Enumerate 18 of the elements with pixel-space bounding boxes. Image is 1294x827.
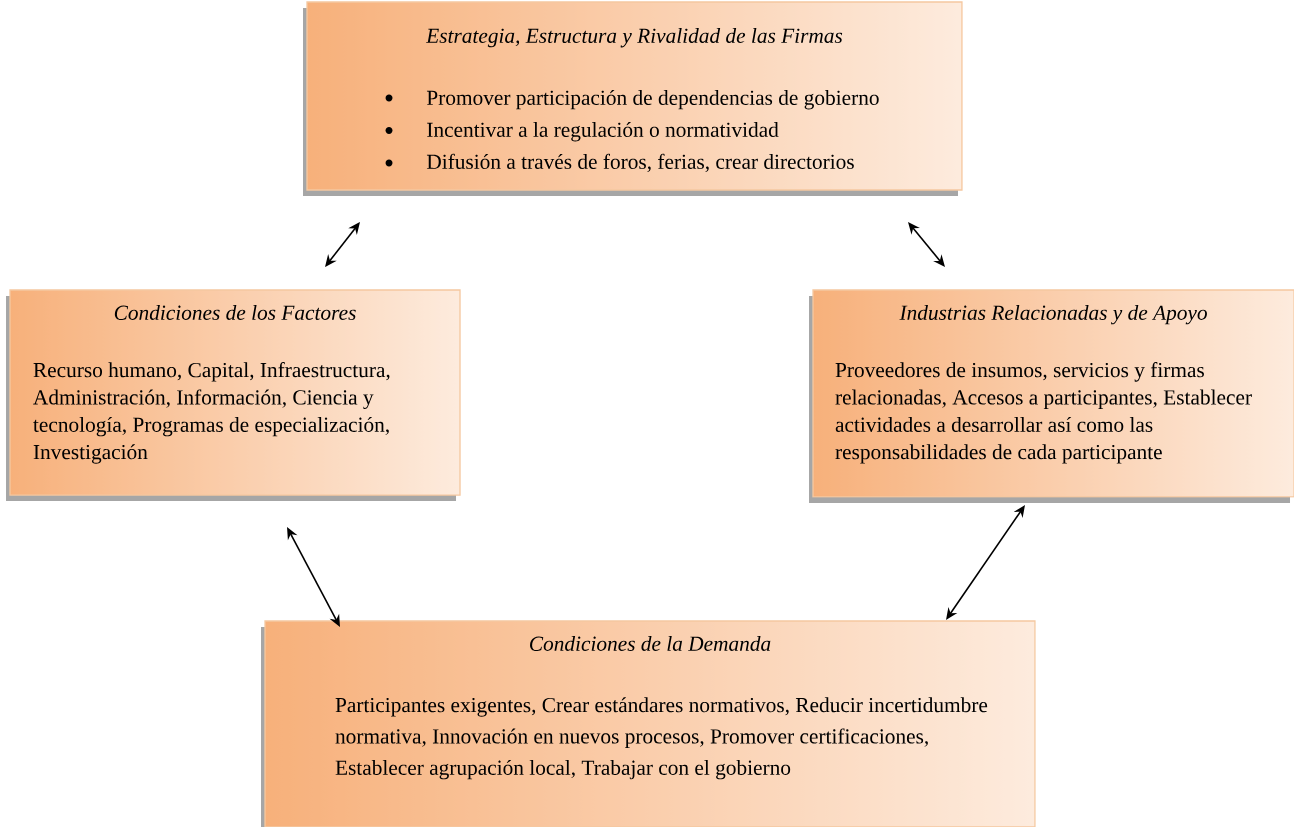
arrow xyxy=(325,222,360,267)
box-title: Condiciones de la Demanda xyxy=(530,635,771,651)
box-text: Participantes exigentes, Crear estándares normativos, Reducir incertidumbre normativa, Innovación en nuevos procesos, Promover certificaciones, Establecer agrupación local, Trabajar con el gobierno xyxy=(335,697,988,780)
box-text: Proveedores de insumos, servicios y firmas relacionadas, Accesos a participantes, Establecer actividades a desarrollar así como las responsabilidades de cada participante xyxy=(835,362,1252,464)
box-text: Recurso humano, Capital, Infraestructura, Administración, Información, Ciencia y tecnología, Programas de especialización, Investigación xyxy=(33,362,390,464)
arrow xyxy=(946,505,1025,620)
bullet-item: Incentivar a la regulación o normatividad xyxy=(427,121,779,142)
bullet-item: Difusión a través de foros, ferias, crear directorios xyxy=(426,153,854,173)
process-box xyxy=(809,289,1294,503)
box-title: Condiciones de los Factores xyxy=(114,304,356,320)
box-title: Industrias Relacionadas y de Apoyo xyxy=(899,304,1207,325)
bullet-item: Promover participación de dependencias de gobierno xyxy=(426,89,879,110)
box-title: Estrategia, Estructura y Rivalidad de las Firmas xyxy=(425,28,843,48)
arrow xyxy=(287,527,340,627)
process-box xyxy=(6,289,461,501)
arrow xyxy=(908,222,945,267)
process-box xyxy=(303,1,963,196)
process-box xyxy=(261,620,1036,827)
